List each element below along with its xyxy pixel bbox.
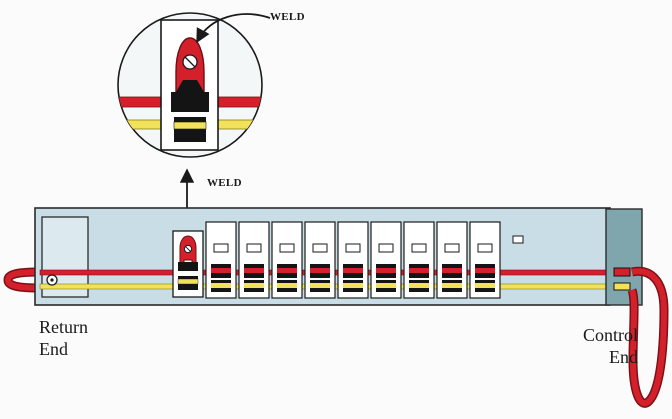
breaker-handle <box>246 243 262 253</box>
control-end-line1: Control <box>582 325 638 345</box>
breaker-row <box>205 221 501 299</box>
panelboard <box>3 207 669 408</box>
breaker <box>436 221 468 299</box>
breaker-handle <box>411 243 427 253</box>
breaker <box>304 221 336 299</box>
breaker-handle <box>444 243 460 253</box>
welded-breaker <box>172 230 204 298</box>
panel-tab <box>512 235 524 244</box>
return-end-line2: End <box>39 339 68 359</box>
weld-detail-label: WELD <box>270 11 305 23</box>
breaker-handle <box>312 243 328 253</box>
breaker-handle <box>213 243 229 253</box>
breaker <box>205 221 237 299</box>
breaker <box>469 221 501 299</box>
breaker-handle <box>279 243 295 253</box>
breaker <box>238 221 270 299</box>
control-end-line2: End <box>609 347 638 367</box>
breaker-handle <box>477 243 493 253</box>
return-end-line1: Return <box>39 317 88 337</box>
breaker <box>370 221 402 299</box>
weld-main-label: WELD <box>207 177 242 189</box>
magnified-detail <box>117 12 263 158</box>
return-end-label: Return End <box>39 316 109 360</box>
breaker <box>271 221 303 299</box>
breaker-handle <box>345 243 361 253</box>
breaker-handle <box>378 243 394 253</box>
control-end-label: Control End <box>568 324 638 368</box>
weld-detail-pointer <box>196 13 271 44</box>
breaker <box>337 221 369 299</box>
breaker <box>403 221 435 299</box>
